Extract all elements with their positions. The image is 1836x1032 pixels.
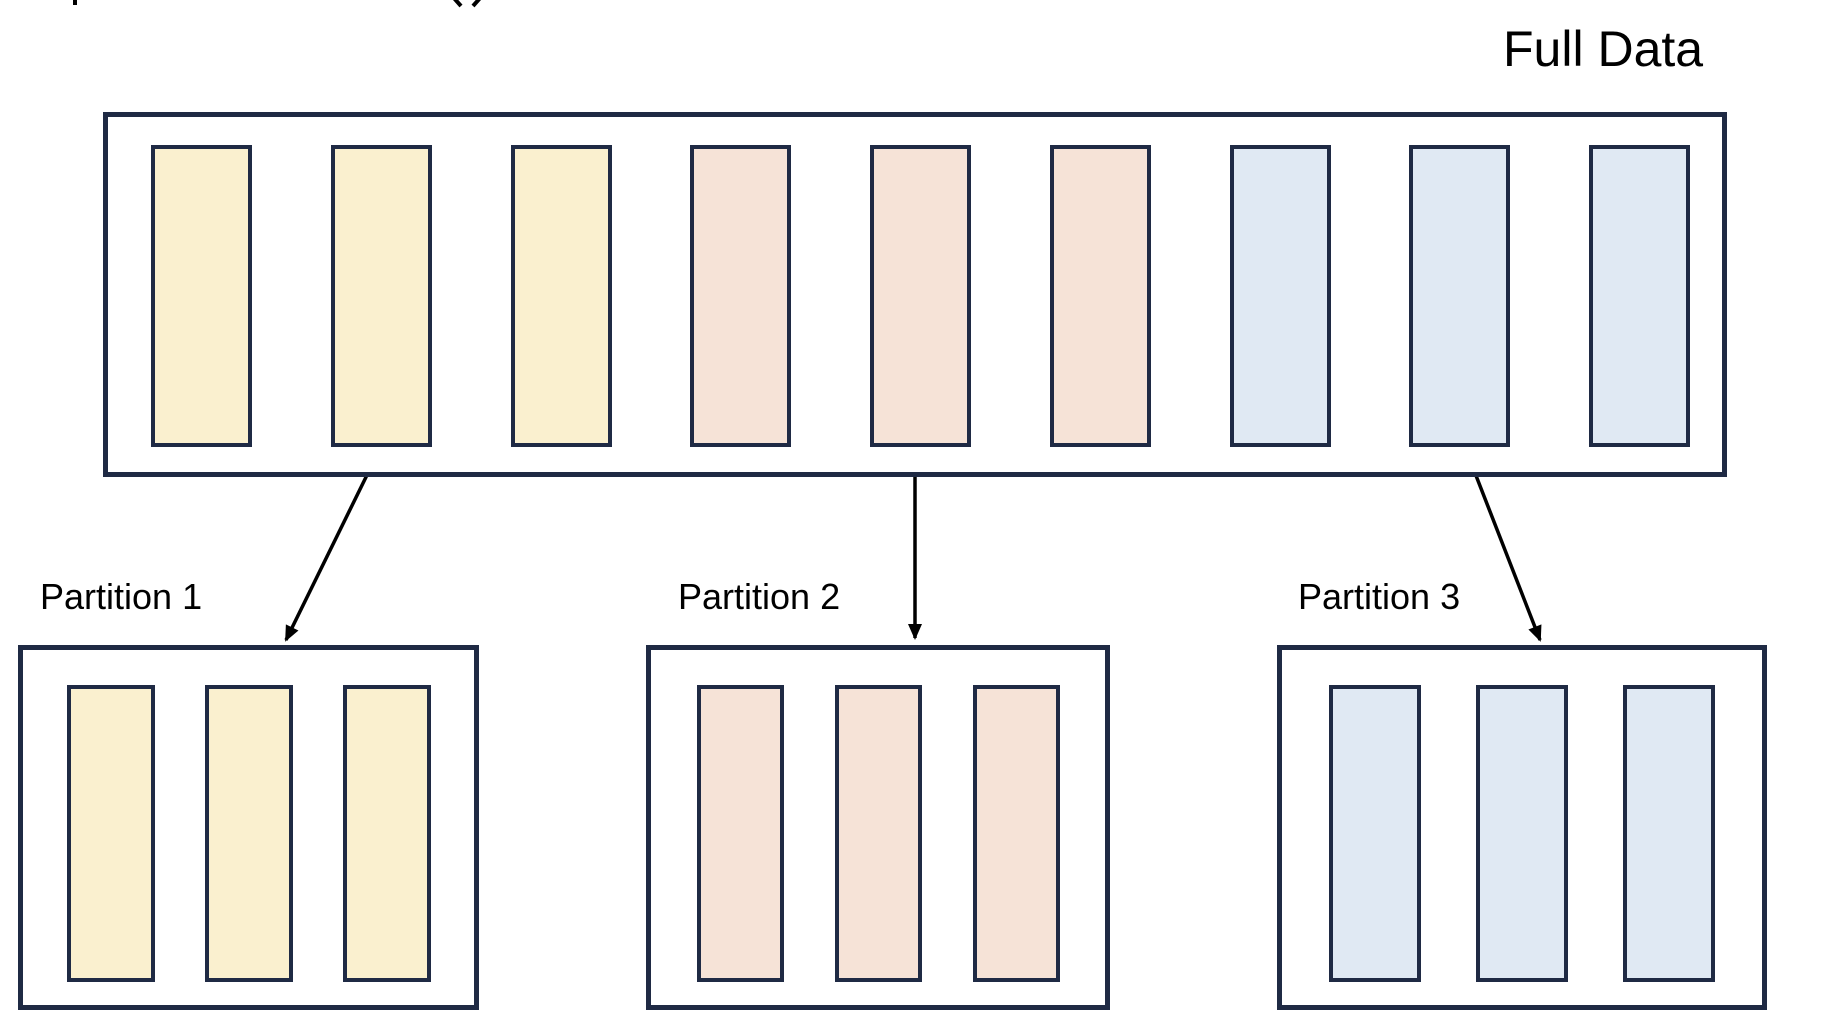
- arrow-full-data-to-partition-3: [1473, 472, 1542, 642]
- data-block-yellow: [510, 145, 612, 447]
- partition-2-title: Partition 2: [678, 576, 841, 617]
- full-data-box: [103, 112, 1727, 477]
- cropped-text-fragment: [73, 0, 482, 8]
- data-block-blue: [1623, 685, 1715, 982]
- partition-1-box: [18, 645, 479, 1010]
- data-block-yellow: [66, 685, 155, 982]
- data-block-blue: [1229, 145, 1331, 447]
- data-block-yellow: [330, 145, 432, 447]
- data-block-blue: [1589, 145, 1690, 447]
- full-data-title: Full Data: [1503, 21, 1704, 77]
- data-block-pink: [1049, 145, 1151, 447]
- data-block-pink: [870, 145, 971, 447]
- data-block-blue: [1409, 145, 1511, 447]
- data-block-pink: [972, 685, 1060, 982]
- partition-3-box: [1277, 645, 1767, 1010]
- partition-2-box: [646, 645, 1110, 1010]
- arrow-full-data-to-partition-1: [284, 472, 370, 642]
- data-block-pink: [834, 685, 922, 982]
- data-block-blue: [1329, 685, 1421, 982]
- data-block-yellow: [151, 145, 252, 447]
- data-block-blue: [1476, 685, 1568, 982]
- partition-1-title: Partition 1: [40, 576, 203, 617]
- data-block-pink: [690, 145, 792, 447]
- data-block-pink: [696, 685, 784, 982]
- partition-3-title: Partition 3: [1298, 576, 1461, 617]
- data-block-yellow: [204, 685, 293, 982]
- data-block-yellow: [342, 685, 431, 982]
